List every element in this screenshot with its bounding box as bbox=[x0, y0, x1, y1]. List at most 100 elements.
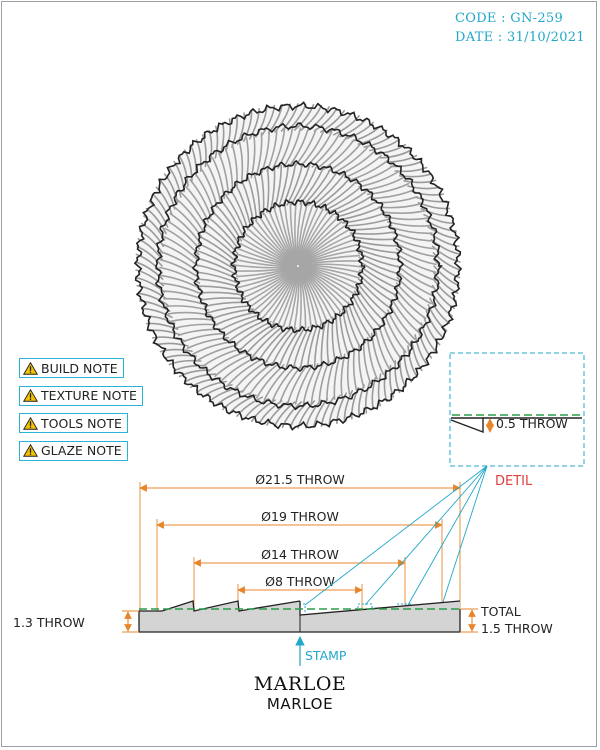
detail-leader-lines bbox=[304, 465, 488, 606]
texture-stroke bbox=[343, 155, 382, 179]
notes-panel: BUILD NOTE TEXTURE NOTE TOOLS NOTE GLAZE… bbox=[19, 358, 143, 468]
texture-note-button[interactable]: TEXTURE NOTE bbox=[19, 385, 143, 406]
detail-view-box bbox=[449, 352, 585, 467]
texture-stroke bbox=[338, 150, 376, 176]
texture-stroke bbox=[195, 380, 227, 394]
texture-stroke bbox=[168, 166, 182, 198]
texture-stroke bbox=[432, 252, 461, 271]
texture-stroke bbox=[341, 212, 386, 224]
ring-outline bbox=[230, 198, 366, 334]
texture-stroke bbox=[285, 326, 306, 369]
texture-stroke bbox=[290, 163, 311, 206]
texture-stroke bbox=[407, 345, 418, 377]
texture-stroke bbox=[427, 226, 459, 240]
texture-stroke bbox=[384, 216, 429, 221]
texture-stroke bbox=[137, 292, 169, 306]
texture-stroke bbox=[352, 347, 358, 392]
texture-stroke bbox=[236, 396, 264, 417]
texture-stroke bbox=[174, 323, 218, 330]
texture-stroke bbox=[264, 326, 293, 364]
texture-stroke bbox=[176, 198, 205, 234]
note-label: GLAZE NOTE bbox=[41, 443, 122, 458]
texture-stroke bbox=[281, 401, 303, 429]
texture-stroke bbox=[135, 261, 164, 280]
texture-stroke bbox=[433, 265, 460, 287]
texture-stroke bbox=[356, 248, 401, 261]
texture-stroke bbox=[381, 319, 402, 359]
texture-stroke bbox=[253, 173, 261, 218]
texture-stroke bbox=[220, 356, 258, 382]
drawing-date: DATE : 31/10/2021 bbox=[455, 30, 585, 45]
warning-icon bbox=[23, 389, 38, 402]
title-block: CODE : GN-259 DATE : 31/10/2021 bbox=[455, 9, 585, 47]
texture-stroke bbox=[271, 127, 286, 171]
detail-notch bbox=[450, 417, 484, 434]
texture-stroke bbox=[274, 164, 283, 210]
tools-note-button[interactable]: TOOLS NOTE bbox=[19, 413, 128, 433]
texture-stroke bbox=[208, 350, 248, 373]
texture-stroke bbox=[186, 336, 230, 350]
texture-stroke bbox=[251, 325, 284, 358]
texture-stroke bbox=[166, 220, 201, 250]
texture-stroke bbox=[389, 160, 423, 168]
texture-stroke bbox=[242, 110, 253, 143]
texture-stroke bbox=[353, 240, 399, 247]
warning-icon bbox=[23, 416, 38, 430]
texture-stroke bbox=[393, 293, 424, 327]
texture-stroke bbox=[312, 174, 345, 207]
texture-stroke bbox=[287, 364, 308, 405]
texture-stroke bbox=[393, 237, 436, 250]
texture-stroke bbox=[391, 298, 420, 334]
texture-stroke bbox=[231, 143, 238, 188]
texture-stroke bbox=[433, 258, 461, 279]
ring-outline bbox=[191, 159, 405, 373]
texture-stroke bbox=[398, 355, 407, 388]
total-height-label-1: TOTAL bbox=[480, 604, 521, 619]
dim-label-d4: Ø8 THROW bbox=[265, 574, 335, 589]
texture-stroke bbox=[205, 161, 222, 204]
note-label: TOOLS NOTE bbox=[41, 415, 122, 431]
texture-stroke bbox=[333, 356, 341, 400]
texture-stroke bbox=[136, 245, 163, 267]
texture-stroke bbox=[195, 271, 240, 284]
detail-label: DETIL bbox=[495, 474, 533, 489]
texture-stroke bbox=[420, 322, 437, 353]
texture-stroke bbox=[320, 181, 357, 210]
texture-stroke bbox=[429, 297, 451, 325]
texture-stroke bbox=[161, 243, 199, 267]
texture-stroke bbox=[238, 140, 244, 185]
texture-stroke bbox=[429, 232, 460, 248]
texture-stroke bbox=[194, 173, 215, 213]
texture-stroke bbox=[148, 200, 169, 228]
texture-stroke bbox=[136, 284, 167, 300]
dim-label-d1: Ø21.5 THROW bbox=[255, 472, 345, 487]
texture-stroke bbox=[358, 170, 400, 188]
texture-stroke bbox=[351, 236, 398, 241]
texture-stroke bbox=[207, 216, 240, 250]
texture-stroke bbox=[326, 318, 330, 365]
texture-stroke bbox=[335, 314, 343, 359]
product-code: CODE : GN-259 bbox=[455, 11, 564, 26]
glaze-note-button[interactable]: GLAZE NOTE bbox=[19, 440, 128, 461]
texture-stroke bbox=[343, 389, 354, 422]
texture-stroke bbox=[273, 401, 296, 428]
texture-stroke bbox=[423, 316, 441, 346]
texture-stroke bbox=[155, 186, 173, 216]
texture-stroke bbox=[225, 118, 232, 152]
texture-stroke bbox=[218, 314, 261, 332]
texture-rings bbox=[133, 101, 463, 431]
texture-stroke bbox=[377, 373, 382, 407]
dim-label-d3: Ø14 THROW bbox=[261, 547, 339, 562]
texture-stroke bbox=[317, 136, 348, 169]
texture-stroke bbox=[180, 191, 207, 228]
build-note-button[interactable]: BUILD NOTE bbox=[19, 358, 124, 378]
texture-stroke bbox=[328, 190, 368, 214]
texture-stroke bbox=[299, 265, 355, 295]
texture-stroke bbox=[173, 364, 207, 372]
ring-outline bbox=[154, 122, 443, 411]
texture-stroke bbox=[172, 205, 203, 239]
texture-stroke bbox=[201, 297, 247, 301]
texture-stroke bbox=[395, 282, 430, 312]
texture-stroke bbox=[283, 127, 302, 168]
